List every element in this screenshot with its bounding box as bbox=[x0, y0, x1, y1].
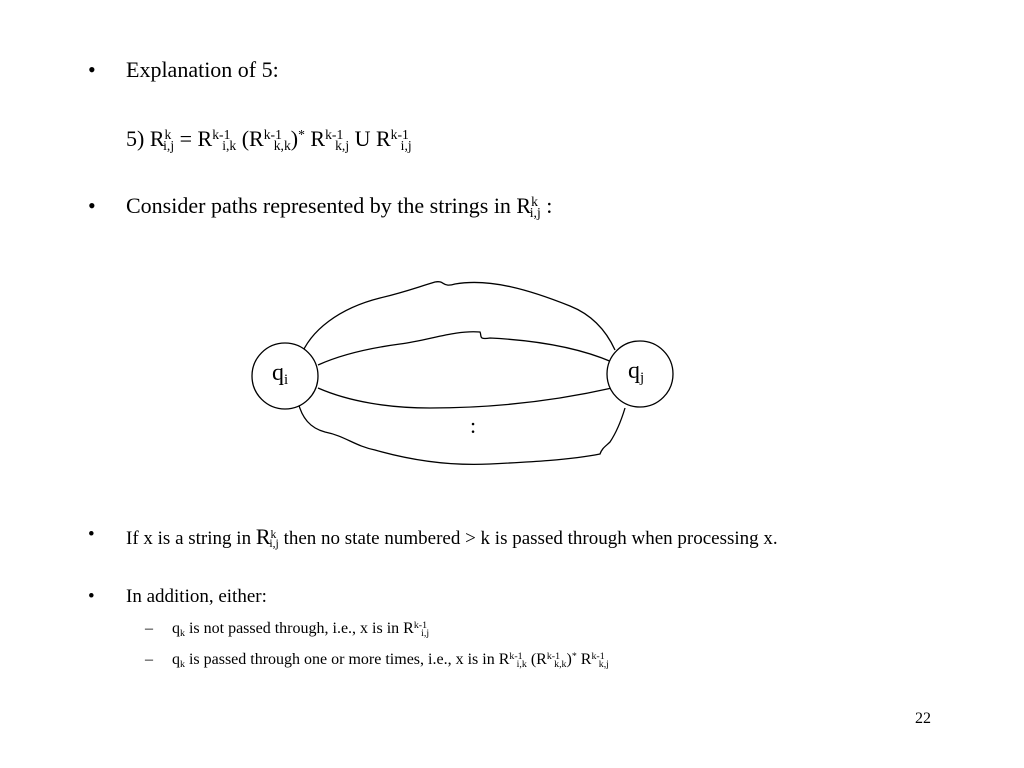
path-outer-top bbox=[299, 281, 616, 359]
bullet-4-text: In addition, either: bbox=[126, 586, 267, 607]
bullet-1-text: Explanation of 5: bbox=[126, 57, 279, 82]
state-label-qj: qj bbox=[628, 358, 645, 387]
path-diagram-svg bbox=[251, 281, 674, 466]
bullet-3: • bbox=[88, 524, 95, 545]
bullet-3-text: If x is a string in 5) RRki,j then no st… bbox=[126, 524, 778, 551]
subbullet-2-text: qk is passed through one or more times, … bbox=[172, 650, 609, 670]
state-node-j bbox=[606, 340, 674, 408]
formula-line: 5) Rki,j = Rk-1i,k (Rk-1k,k)* Rk-1k,j U … bbox=[126, 126, 412, 153]
state-label-qi: qi bbox=[272, 360, 289, 389]
bullet-1: • bbox=[88, 57, 96, 83]
path-inner-top bbox=[317, 331, 613, 366]
subbullet-1-dash: – bbox=[145, 620, 153, 637]
state-node-i bbox=[251, 342, 319, 410]
page-number: 22 bbox=[915, 710, 931, 727]
path-middle bbox=[317, 387, 613, 409]
bullet-2-text: Consider paths represented by the string… bbox=[126, 193, 553, 220]
path-diagram: qi qj : bbox=[230, 270, 690, 480]
bullet-2: • bbox=[88, 193, 96, 218]
path-bottom bbox=[297, 401, 626, 466]
subbullet-2-dash: – bbox=[145, 651, 153, 668]
subbullet-1-text: qk is not passed through, i.e., x is in … bbox=[172, 619, 430, 639]
bullet-4: • bbox=[88, 586, 95, 607]
bullet-dot: • bbox=[88, 57, 96, 82]
ellipsis-dots: : bbox=[470, 413, 477, 438]
